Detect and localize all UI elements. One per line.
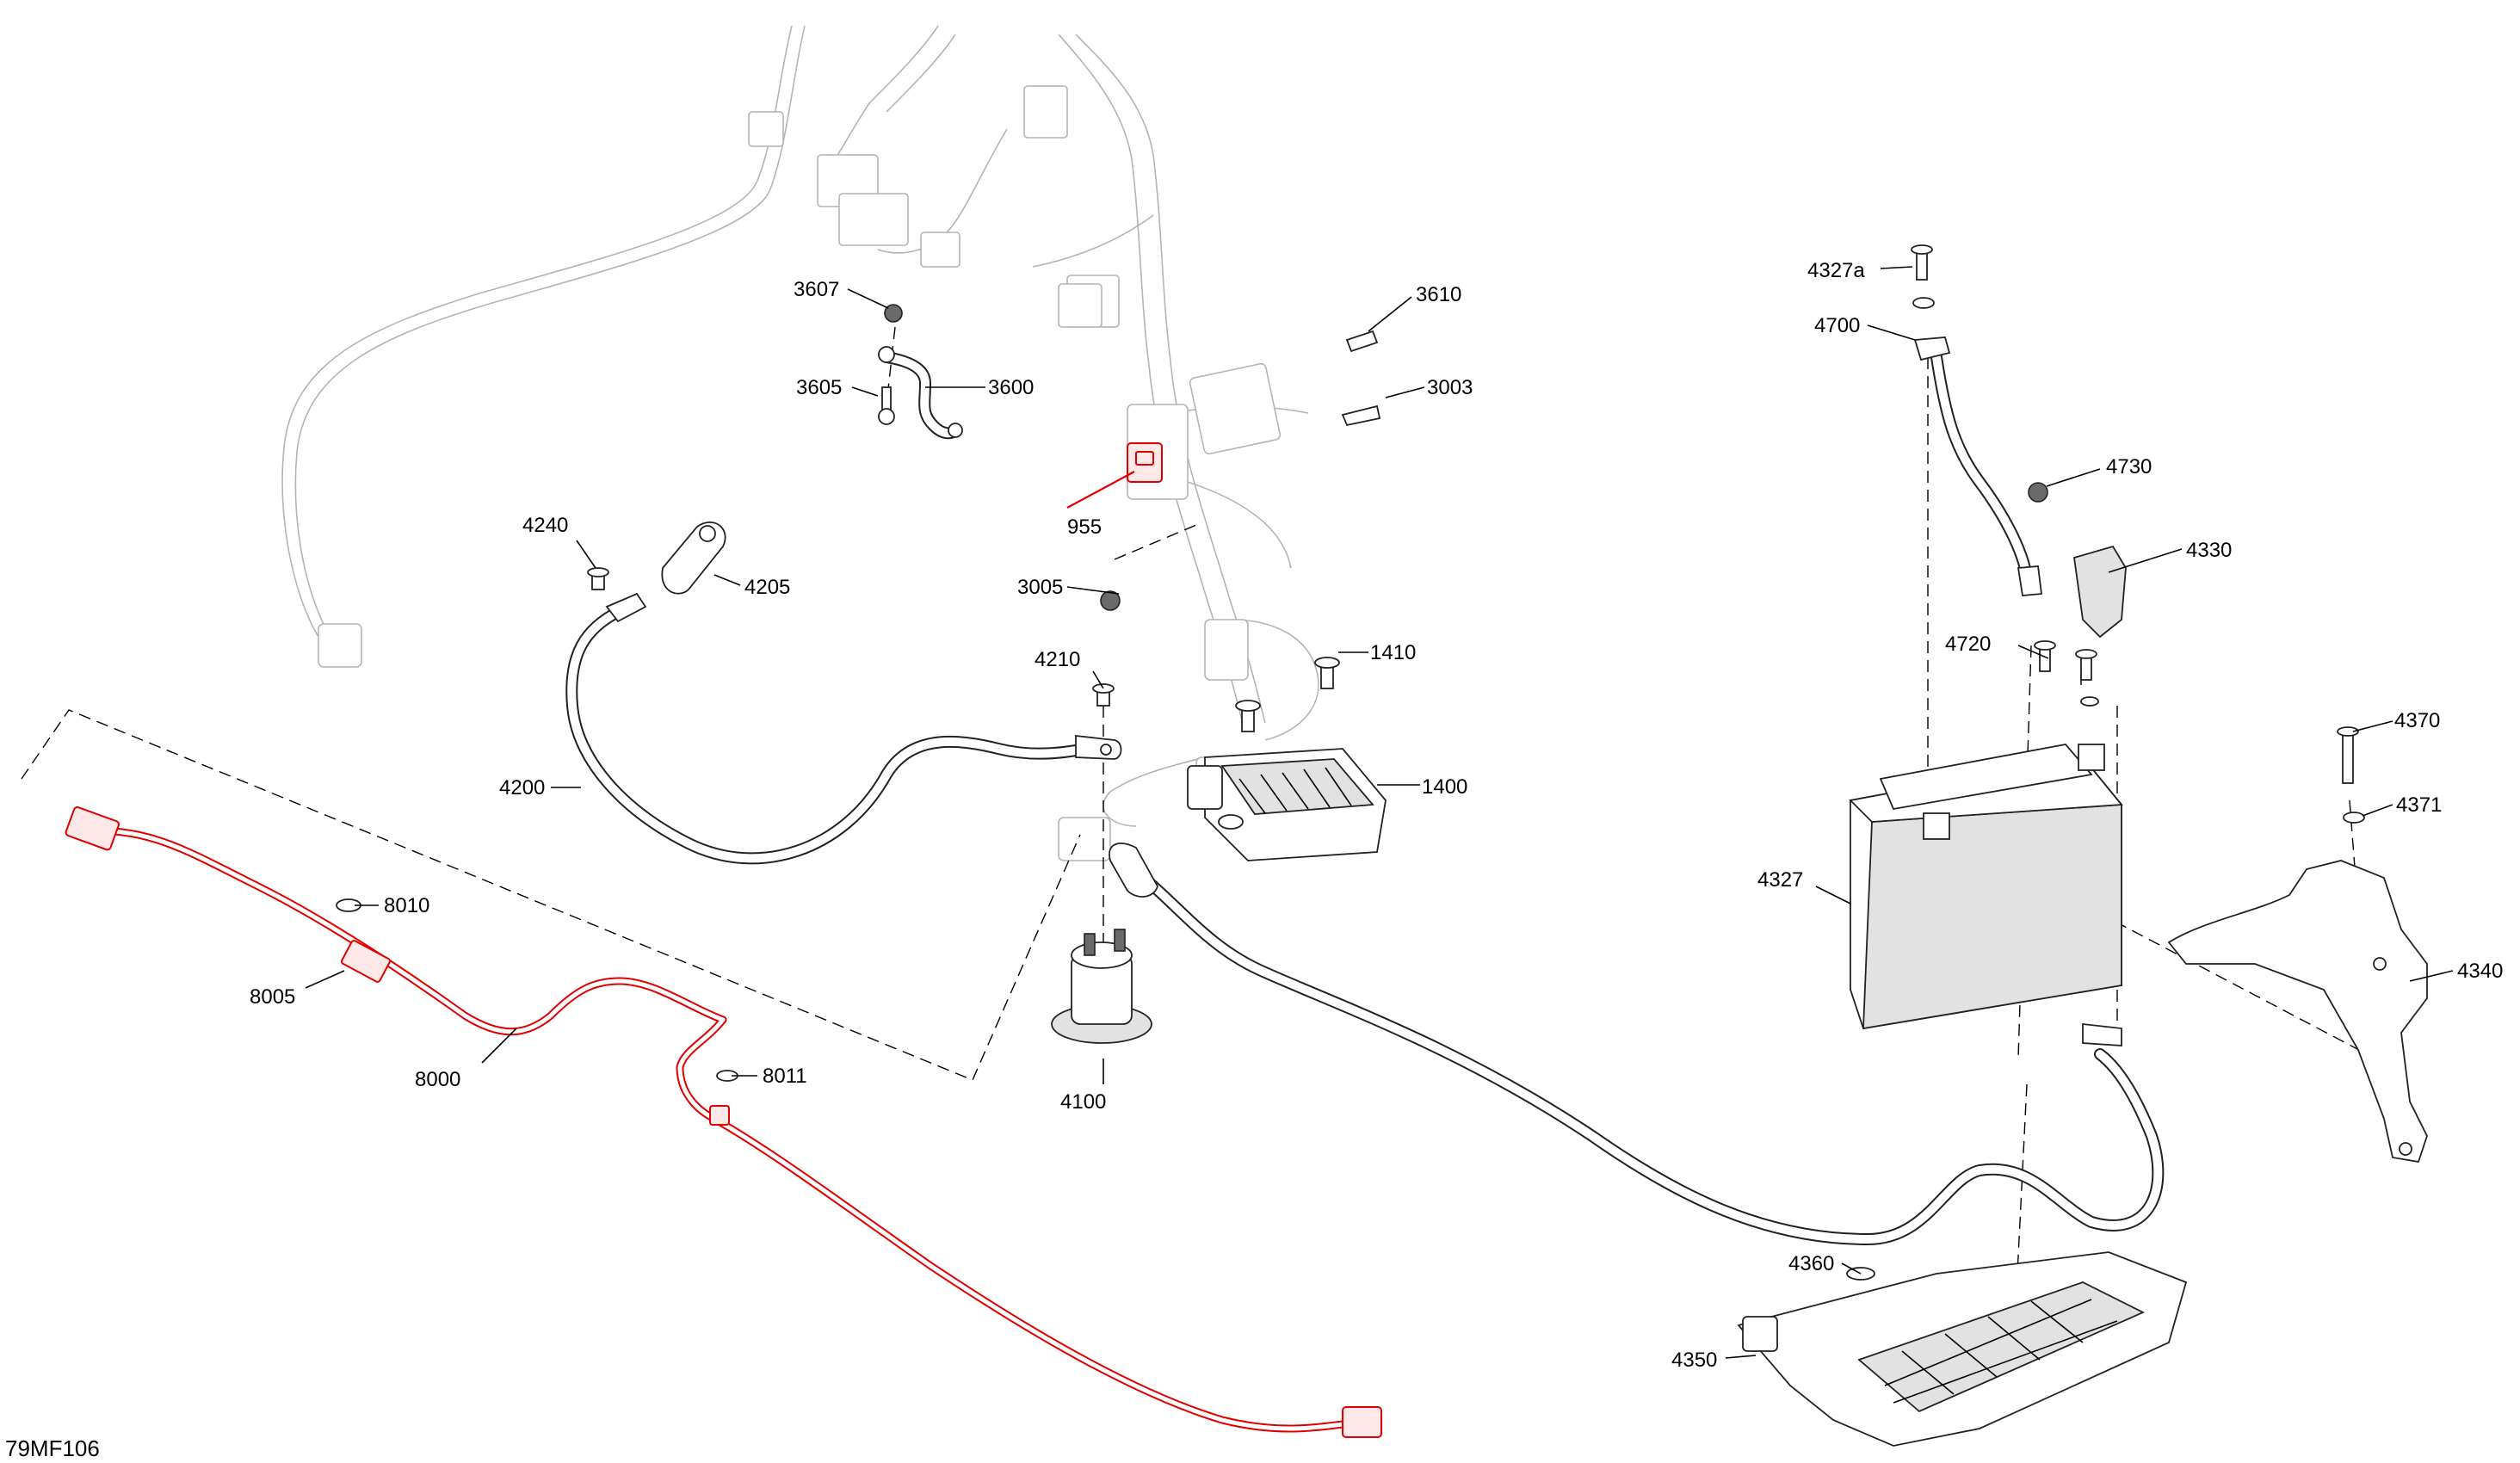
figure-id: 79MF106 xyxy=(5,1435,100,1461)
callout-955: 955 xyxy=(1067,515,1102,539)
callout-3605: 3605 xyxy=(796,376,842,399)
callout-4210: 4210 xyxy=(1035,648,1080,671)
callout-4240: 4240 xyxy=(522,514,568,537)
bracket-4340 xyxy=(2167,860,2428,1164)
battery-tray-4350 xyxy=(1737,1251,2188,1447)
fasteners xyxy=(336,244,2365,1281)
callout-4700: 4700 xyxy=(1814,314,1860,337)
relay-955 xyxy=(1127,442,1163,483)
callout-8000: 8000 xyxy=(415,1068,460,1091)
callout-4350: 4350 xyxy=(1671,1349,1717,1372)
callout-4100: 4100 xyxy=(1060,1090,1106,1114)
callout-4360: 4360 xyxy=(1788,1252,1834,1275)
starter-solenoid-4100 xyxy=(1051,929,1152,1044)
cable-3600 xyxy=(878,346,963,440)
callout-4730: 4730 xyxy=(2106,455,2152,478)
cable-long-to-battery xyxy=(1109,843,2165,1245)
callout-4371: 4371 xyxy=(2396,793,2442,817)
voltage-regulator-1400 xyxy=(1187,748,1387,861)
callout-8010: 8010 xyxy=(384,894,429,917)
callout-3003: 3003 xyxy=(1427,376,1473,399)
callout-4200: 4200 xyxy=(499,776,545,799)
callout-4330: 4330 xyxy=(2186,539,2232,562)
harness-8000 xyxy=(65,806,1382,1438)
callout-3005: 3005 xyxy=(1017,576,1063,599)
callout-3607: 3607 xyxy=(794,278,839,301)
callout-3610: 3610 xyxy=(1416,283,1461,306)
callout-labels: 955 1400 1410 3003 3005 3600 3605 3607 3… xyxy=(5,259,2503,1461)
cable-4700 xyxy=(1913,336,2043,596)
callout-4720: 4720 xyxy=(1945,633,1991,656)
callout-8005: 8005 xyxy=(250,985,295,1009)
leader-lines xyxy=(305,266,2454,1359)
callout-4327a: 4327a xyxy=(1807,259,1865,282)
cable-4200 xyxy=(565,592,1122,865)
callout-4370: 4370 xyxy=(2394,709,2440,732)
callout-1410: 1410 xyxy=(1370,641,1416,664)
callout-1400: 1400 xyxy=(1422,775,1467,799)
boot-4205 xyxy=(661,522,726,595)
callout-3600: 3600 xyxy=(988,376,1034,399)
battery-4327 xyxy=(1849,744,2123,1030)
callout-4340: 4340 xyxy=(2457,960,2503,983)
callout-4327: 4327 xyxy=(1757,868,1803,892)
callout-8011: 8011 xyxy=(763,1065,807,1088)
ghost-wiring-harness xyxy=(281,25,1319,861)
terminal-cover-4330 xyxy=(2073,545,2127,639)
callout-4205: 4205 xyxy=(744,576,790,599)
